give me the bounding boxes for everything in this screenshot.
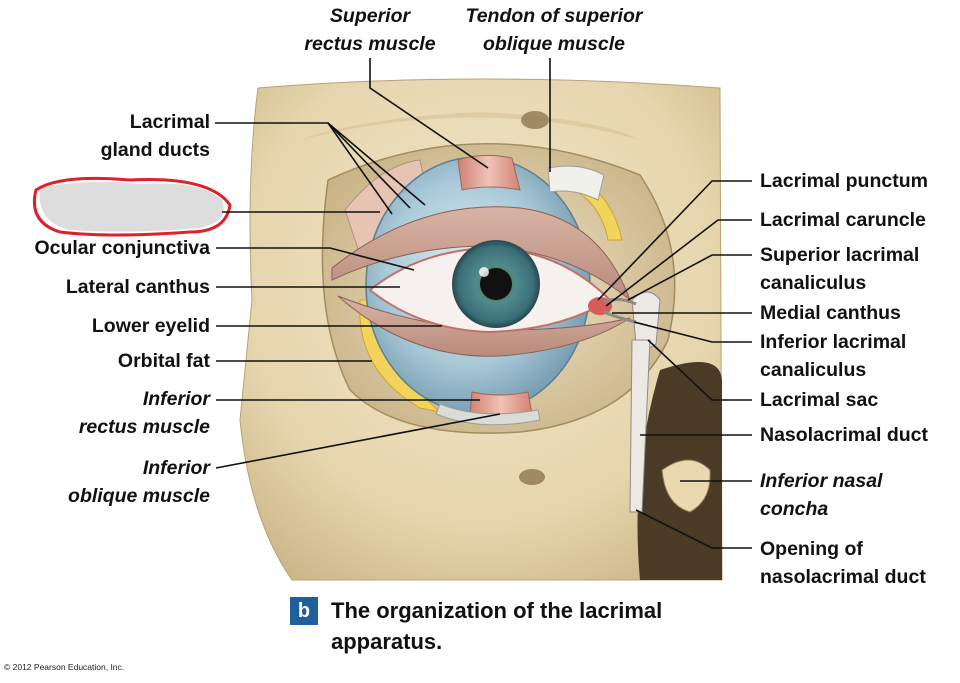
label-line: concha [760,498,829,520]
label-line: Superior [329,5,411,27]
pupil [480,268,512,300]
label-line: Opening of [760,538,863,560]
redacted-label-fill [39,181,224,232]
caption-line: apparatus. [331,629,443,654]
leader-inferior-canaliculus [633,321,752,343]
infraorbital-foramen [519,469,545,485]
label-line: Superior lacrimal [760,244,920,266]
label-medial-canthus: Medial canthus [760,302,901,324]
nasolacrimal-duct-shape [629,339,651,513]
label-line: Tendon of superior [465,5,643,27]
leader-inferior-oblique [215,413,501,469]
label-superior-rectus-muscle: Superior rectus muscle [295,2,445,58]
label-line: Inferior [142,457,210,479]
label-lacrimal-sac: Lacrimal sac [760,389,879,411]
supraorbital-ridge [300,112,640,140]
label-inferior-nasal-concha: Inferior nasal concha [760,467,882,523]
leader-ocular-conjunctiva [216,247,415,271]
copyright-notice: © 2012 Pearson Education, Inc. [4,662,125,672]
label-opening-nasolacrimal-duct: Opening of nasolacrimal duct [760,535,926,591]
inferior-oblique-shape [435,403,541,426]
label-line: Lacrimal [129,111,210,133]
label-lateral-canthus: Lateral canthus [65,276,210,298]
leader-lacrimal-sac [647,339,752,401]
label-line: Inferior lacrimal [760,331,907,353]
leader-lacrimal-punctum [597,180,752,301]
caption-badge: b [290,597,318,625]
label-orbital-fat: Orbital fat [117,350,210,372]
label-lacrimal-punctum: Lacrimal punctum [760,170,928,192]
label-line: rectus muscle [78,416,210,438]
label-line: Inferior [142,388,210,410]
pupil-highlight [479,267,489,277]
label-line: canaliculus [760,359,867,381]
label-line: gland ducts [100,139,210,161]
label-line: Inferior nasal [760,470,883,492]
label-inferior-oblique-muscle: Inferior oblique muscle [68,454,210,510]
supraorbital-foramen [521,111,549,129]
leader-opening-nasolacrimal [635,509,752,549]
leader-lines [215,58,752,549]
label-line: oblique muscle [483,33,625,55]
superior-oblique-tendon-shape [547,165,605,201]
label-inferior-rectus-muscle: Inferior rectus muscle [79,385,210,441]
label-lower-eyelid: Lower eyelid [91,315,210,337]
inferior-nasal-concha-shape [661,459,711,513]
label-line: nasolacrimal duct [760,566,926,588]
label-line: canaliculus [760,272,867,294]
label-inferior-lacrimal-canaliculus: Inferior lacrimal canaliculus [760,328,906,384]
leader-superior-rectus [369,58,489,169]
redacted-label-outline [33,176,232,237]
upper-eyelid [331,206,632,302]
label-nasolacrimal-duct: Nasolacrimal duct [760,424,928,446]
canaliculi [603,297,637,324]
superior-rectus-shape [457,154,521,191]
caption-line: The organization of the lacrimal [331,598,663,623]
figure-caption: The organization of the lacrimal apparat… [331,595,662,657]
label-line: rectus muscle [304,33,436,55]
label-ocular-conjunctiva: Ocular conjunctiva [34,237,210,259]
label-lacrimal-caruncle: Lacrimal caruncle [760,209,926,231]
label-line: oblique muscle [68,485,210,507]
leader-superior-canaliculus [627,254,752,301]
label-superior-lacrimal-canaliculus: Superior lacrimal canaliculus [760,241,919,297]
label-tendon-superior-oblique: Tendon of superior oblique muscle [448,2,660,58]
label-lacrimal-gland-ducts: Lacrimal gland ducts [101,108,210,164]
leader-lacrimal-caruncle [605,219,752,307]
